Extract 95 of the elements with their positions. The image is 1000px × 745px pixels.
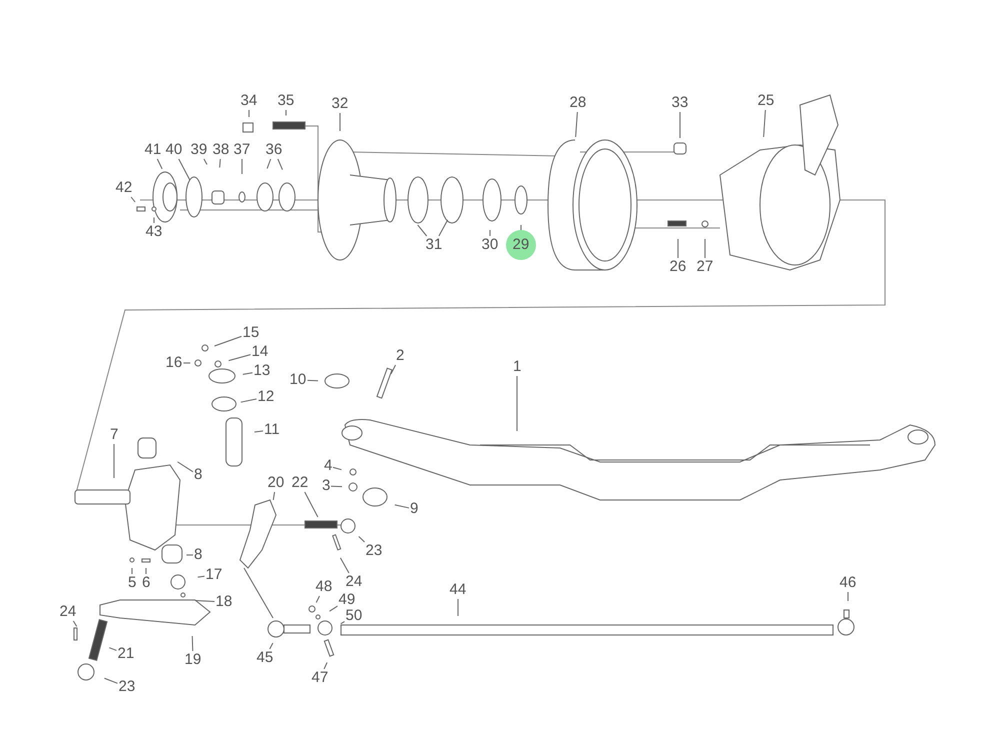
leader-line [228, 354, 251, 362]
leader-line [219, 158, 221, 168]
leader-line [108, 647, 117, 651]
callout-number: 43 [146, 224, 162, 240]
callout-number: 38 [212, 142, 230, 158]
leader-line [575, 112, 578, 138]
leader-line [72, 620, 78, 627]
leader-line [242, 372, 253, 375]
callout-number: 29 [512, 237, 530, 253]
callout-number: 37 [234, 142, 250, 158]
leader-line [192, 636, 194, 652]
callout-number: 34 [240, 93, 258, 109]
leader-line [704, 238, 706, 258]
leader-line [763, 110, 766, 138]
leader-line [130, 196, 136, 202]
callout-number: 11 [264, 422, 280, 438]
leader-line [358, 536, 366, 542]
callout-number: 15 [242, 325, 260, 341]
leader-line [177, 461, 194, 472]
callout-number: 49 [338, 592, 356, 608]
leader-line [438, 219, 448, 236]
leader-line [156, 158, 163, 170]
callout-number: 4 [324, 458, 332, 474]
leader-line [240, 398, 257, 403]
callout-number: 42 [116, 180, 132, 196]
callout-number: 50 [346, 608, 362, 624]
leader-line [324, 662, 328, 670]
leader-line [516, 376, 518, 432]
callout-number: 13 [254, 363, 270, 379]
callout-number: 45 [256, 650, 274, 666]
callout-number: 23 [366, 543, 382, 559]
leader-line [254, 430, 264, 433]
callout-number: 33 [672, 95, 688, 111]
callout-number: 44 [450, 582, 466, 598]
callout-number: 36 [266, 142, 282, 158]
leader-line [277, 158, 283, 170]
callout-number: 48 [316, 579, 332, 595]
leader-line [183, 362, 191, 364]
callout-number: 24 [60, 604, 76, 620]
leader-line [269, 642, 274, 650]
callout-number: 17 [206, 567, 222, 583]
callout-number: 25 [758, 93, 774, 109]
callout-number: 19 [184, 652, 202, 668]
leader-line [197, 576, 205, 578]
callout-number: 46 [840, 575, 856, 591]
leader-line [248, 110, 250, 118]
leader-line [340, 621, 345, 624]
callout-number: 35 [278, 93, 294, 109]
callout-number: 22 [292, 475, 308, 491]
callout-number: 18 [216, 594, 232, 610]
callout-number: 30 [482, 237, 498, 253]
leader-line [330, 486, 342, 488]
callout-number: 21 [118, 646, 134, 662]
leader-line [332, 466, 342, 470]
callout-number: 1 [513, 359, 522, 375]
callout-number: 2 [396, 348, 404, 364]
leader-line [186, 554, 194, 556]
callout-number: 8 [194, 467, 202, 483]
leader-line [340, 557, 350, 574]
leader-line [417, 224, 428, 236]
leader-line [394, 504, 410, 508]
leader-line [194, 600, 215, 602]
leader-line [214, 336, 242, 346]
callout-number: 23 [118, 679, 136, 695]
callout-number: 28 [570, 95, 586, 111]
leader-line [390, 364, 396, 374]
callout-number: 31 [426, 237, 442, 253]
leader-line [104, 678, 118, 684]
leader-line [307, 380, 318, 382]
leader-line [329, 606, 338, 612]
leader-line [272, 492, 276, 500]
leader-line [316, 596, 320, 603]
callout-number: 9 [410, 501, 418, 517]
callout-number: 41 [144, 142, 162, 158]
callout-number: 16 [166, 355, 182, 371]
callout-number: 3 [322, 478, 330, 494]
callout-number: 32 [332, 96, 348, 112]
callout-number: 24 [346, 574, 362, 590]
callout-number: 20 [268, 475, 284, 491]
callout-number: 7 [110, 427, 118, 443]
callout-number: 8 [194, 547, 202, 563]
callout-number: 5 [128, 575, 136, 591]
callout-number: 47 [312, 670, 328, 686]
leader-line [304, 492, 318, 518]
callout-number: 27 [696, 259, 714, 275]
callout-number: 40 [166, 142, 182, 158]
callout-number: 10 [290, 372, 306, 388]
callout-number: 26 [670, 259, 686, 275]
callout-number: 6 [142, 575, 150, 591]
callout-number: 14 [252, 344, 268, 360]
leader-line [203, 158, 208, 165]
callout-number: 12 [258, 389, 274, 405]
leader-line [178, 158, 190, 181]
callout-number: 39 [190, 142, 208, 158]
leader-line [266, 158, 272, 170]
